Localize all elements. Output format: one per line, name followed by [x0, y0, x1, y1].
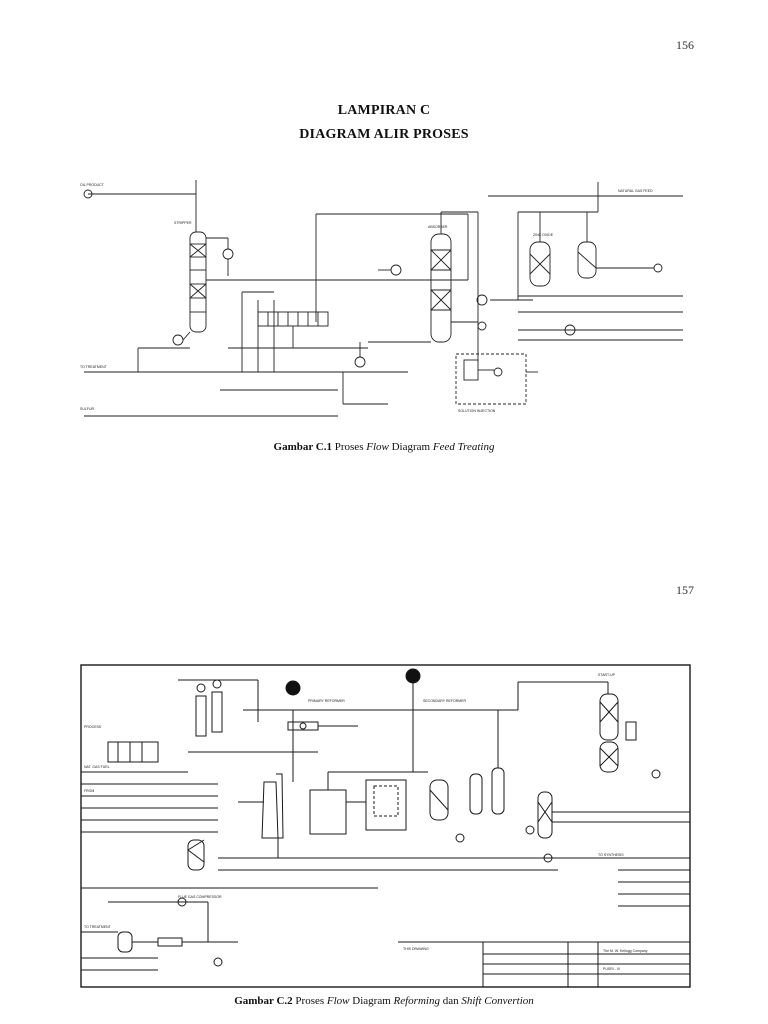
svg-text:SULFUR: SULFUR	[80, 407, 94, 411]
svg-text:FROM: FROM	[84, 789, 94, 793]
svg-text:PROCESS: PROCESS	[84, 725, 102, 729]
svg-text:TO SYNTHESIS: TO SYNTHESIS	[598, 853, 624, 857]
appendix-title: LAMPIRAN C	[337, 103, 431, 118]
caption-italic: Feed Treating	[432, 441, 495, 453]
caption-feed-treating: Gambar C.1 Proses Flow Diagram Feed Trea…	[0, 441, 768, 453]
page-number-156: 156	[676, 38, 694, 52]
page-number-157: 157	[676, 583, 694, 597]
svg-text:NATURAL GAS FEED: NATURAL GAS FEED	[618, 189, 653, 193]
svg-text:THIS DRAWING: THIS DRAWING	[403, 947, 429, 951]
caption-text: Proses	[292, 995, 327, 1007]
caption-italic: Reforming	[393, 995, 440, 1007]
svg-text:PRIMARY REFORMER: PRIMARY REFORMER	[308, 699, 345, 703]
svg-text:TO TREATMENT: TO TREATMENT	[80, 365, 108, 369]
svg-text:OIL PRODUCT: OIL PRODUCT	[80, 183, 105, 187]
caption-italic: Flow	[326, 995, 350, 1007]
svg-text:SECONDARY REFORMER: SECONDARY REFORMER	[423, 699, 467, 703]
svg-text:STRIPPER: STRIPPER	[174, 221, 192, 225]
svg-text:NAT. GAS FUEL: NAT. GAS FUEL	[84, 765, 110, 769]
reforming-shift-flow-diagram: PROCESS NAT. GAS FUEL FROM PRIMARY REFOR…	[80, 664, 691, 988]
svg-text:FLUE GAS COMPRESSOR: FLUE GAS COMPRESSOR	[178, 895, 222, 899]
section-title: DIAGRAM ALIR PROSES	[299, 127, 469, 142]
svg-text:ABSORBER: ABSORBER	[428, 225, 448, 229]
caption-label: Gambar C.2	[234, 995, 293, 1007]
feed-treating-flow-diagram: OIL PRODUCT STRIPPER ABSORBER ZINC OXIDE…	[80, 180, 683, 417]
caption-reforming-shift: Gambar C.2 Proses Flow Diagram Reforming…	[0, 995, 768, 1007]
caption-italic: Shift Convertion	[461, 995, 534, 1007]
svg-text:SOLUTION INJECTION: SOLUTION INJECTION	[458, 409, 496, 413]
svg-text:TO TREATMENT: TO TREATMENT	[84, 925, 112, 929]
svg-text:PUSRI - III: PUSRI - III	[603, 967, 620, 971]
caption-text: Proses	[332, 441, 367, 453]
svg-text:START-UP: START-UP	[598, 673, 616, 677]
caption-text: dan	[439, 995, 462, 1007]
caption-text: Diagram	[349, 995, 394, 1007]
caption-label: Gambar C.1	[273, 441, 332, 453]
caption-italic: Flow	[366, 441, 389, 453]
svg-text:The M. W. Kellogg Company: The M. W. Kellogg Company	[603, 949, 648, 953]
svg-text:ZINC OXIDE: ZINC OXIDE	[533, 233, 554, 237]
caption-text: Diagram	[388, 441, 433, 453]
